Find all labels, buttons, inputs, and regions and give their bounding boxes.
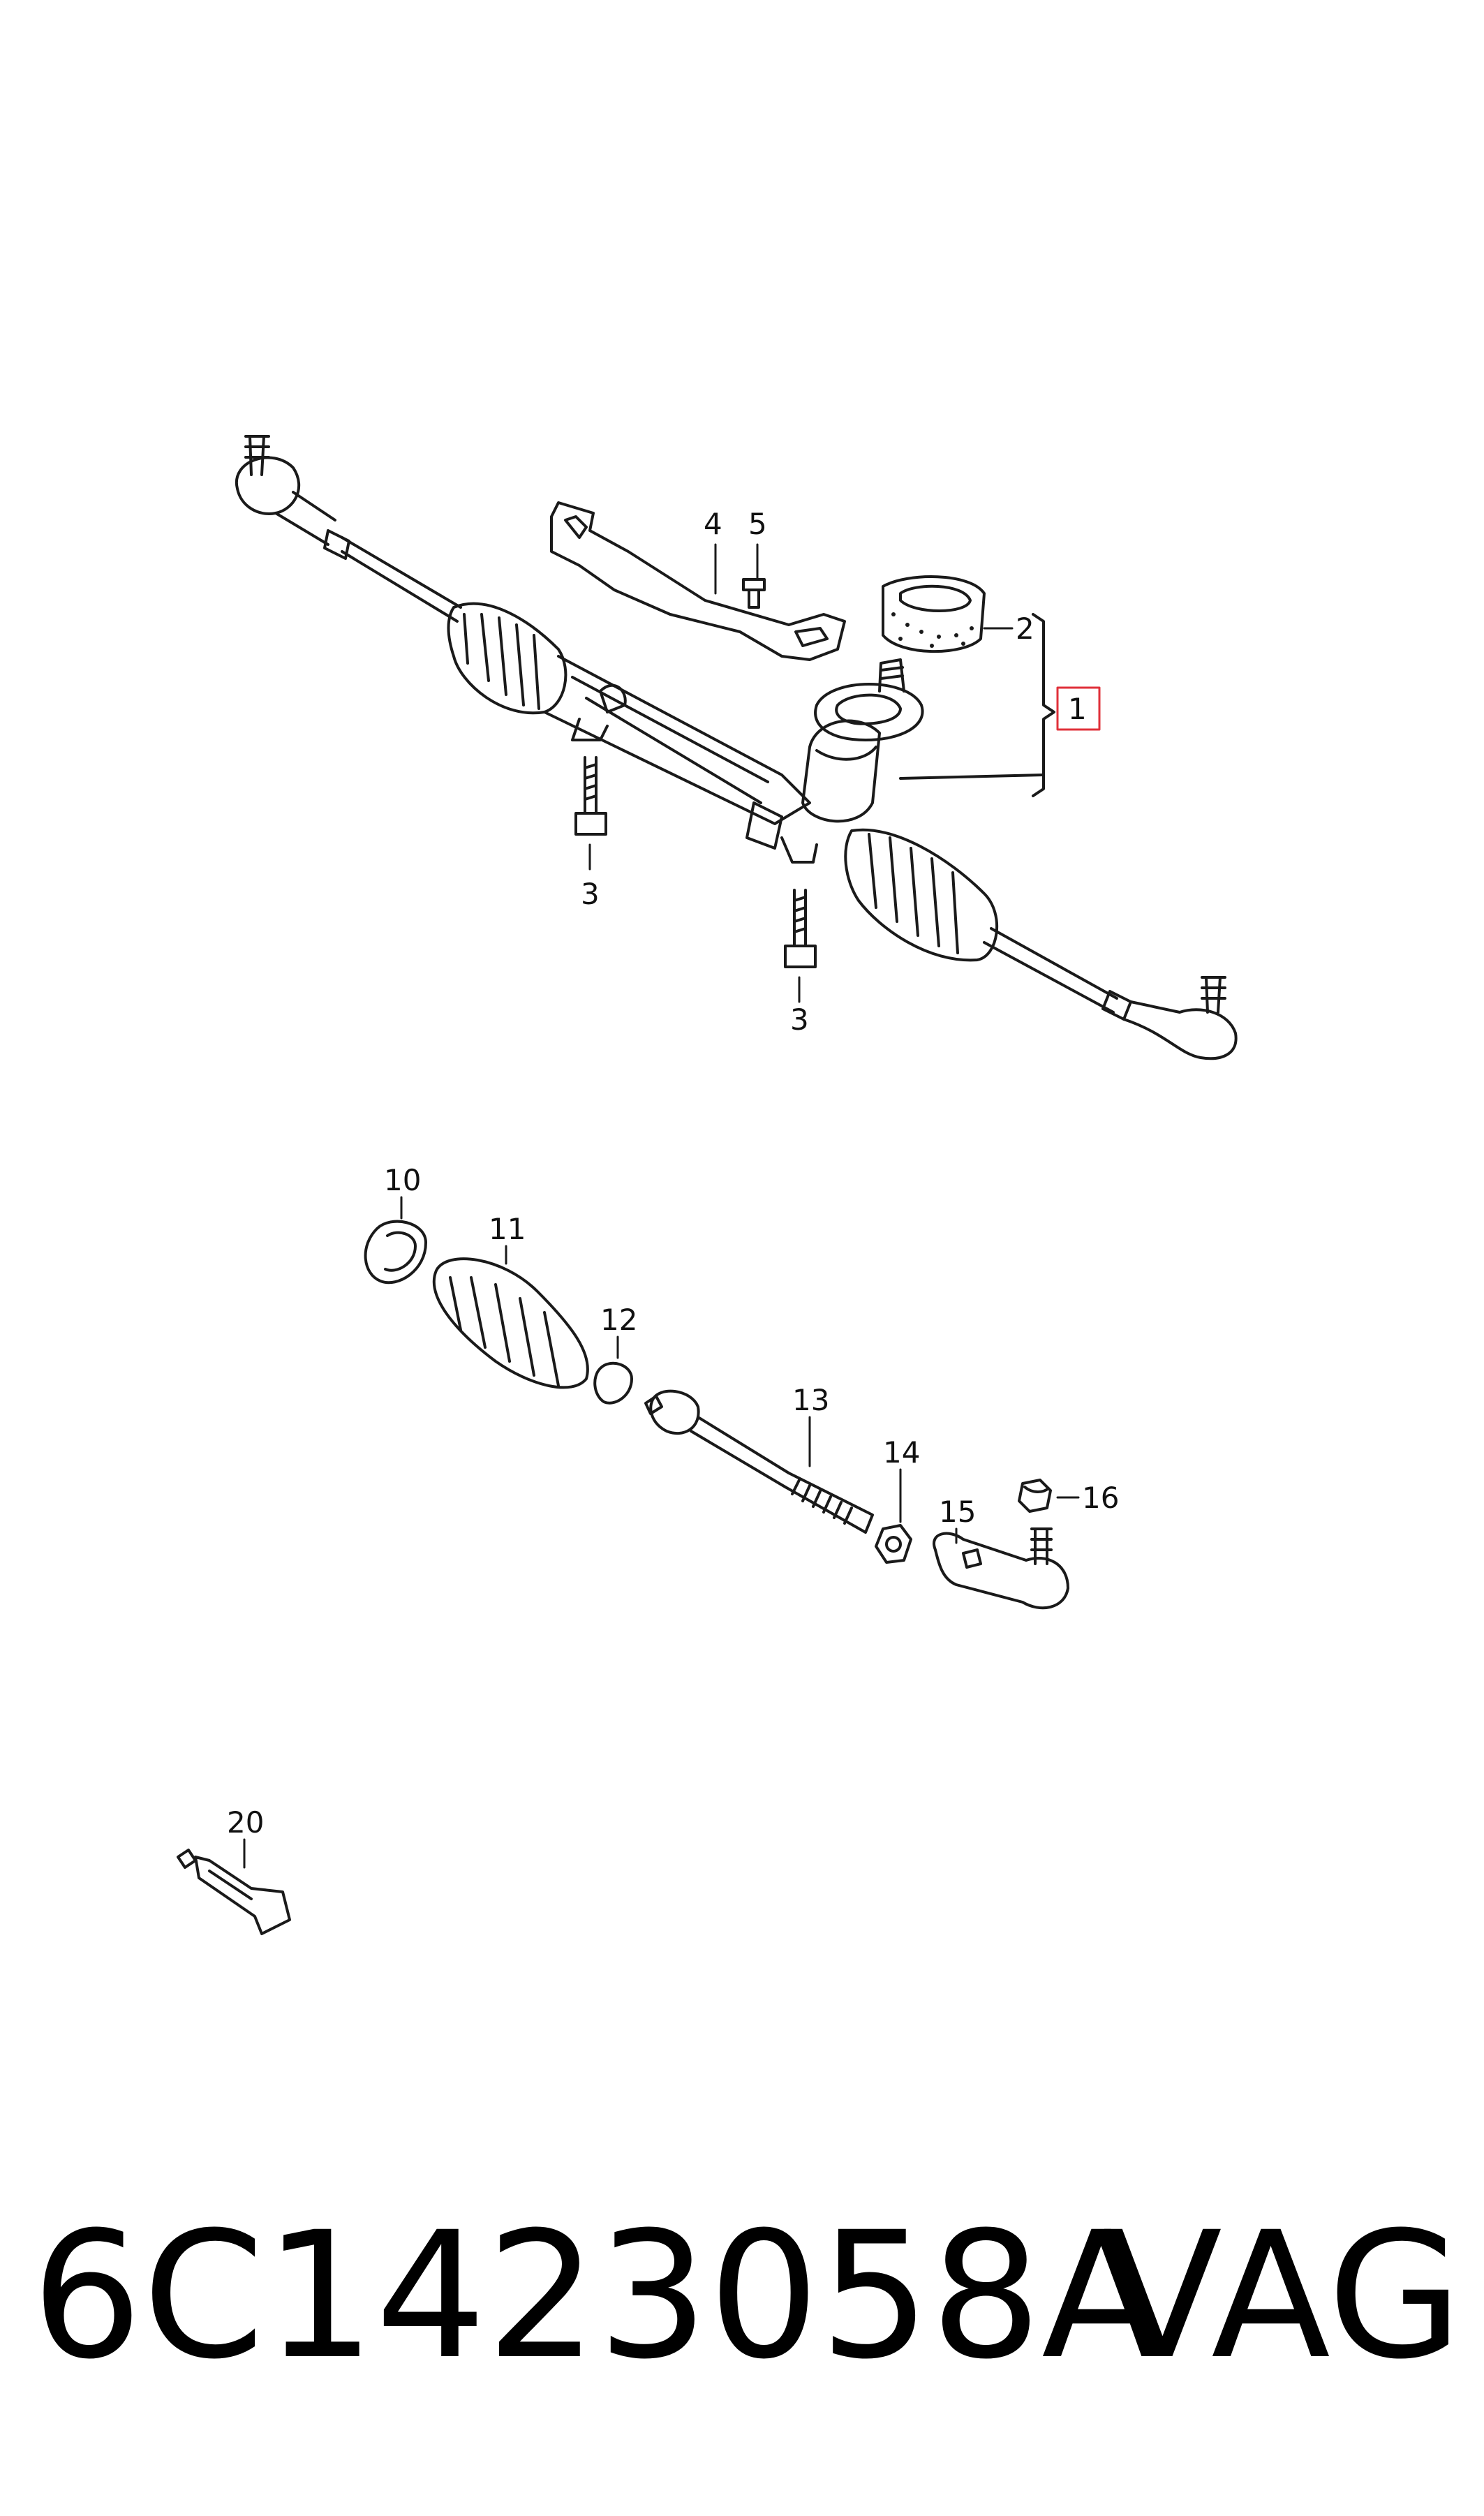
callout-11[interactable]: 11	[489, 1212, 526, 1246]
seal-texture	[891, 612, 974, 648]
callout-4[interactable]: 4	[704, 507, 722, 541]
callout-16[interactable]: 16	[1082, 1481, 1119, 1515]
inner-tie-rod-part	[644, 1389, 874, 1534]
callout-5[interactable]: 5	[748, 507, 767, 541]
callout-1-highlight	[1056, 686, 1101, 731]
nut-part	[875, 1524, 912, 1564]
callout-3-left[interactable]: 3	[581, 877, 600, 911]
lock-nut-part	[1018, 1479, 1052, 1513]
small-bolt-part	[742, 578, 766, 609]
callout-labels: 1 2 3 3 4 5 10 11 12 13 14 15 16 20	[227, 507, 1119, 1840]
callout-3-right[interactable]: 3	[790, 1002, 809, 1037]
steering-rack-assembly	[235, 435, 1238, 1060]
boot-part	[432, 1257, 589, 1389]
mounting-bolt-left	[574, 756, 607, 836]
callout-10[interactable]: 10	[384, 1163, 421, 1197]
callout-15[interactable]: 15	[939, 1495, 976, 1529]
leader-lines	[243, 543, 1080, 1869]
callout-13[interactable]: 13	[792, 1383, 829, 1417]
ring-part	[593, 1361, 633, 1405]
brand-name: VAG	[1103, 2194, 1462, 2397]
bracket-part	[550, 501, 846, 661]
callout-12[interactable]: 12	[600, 1303, 637, 1337]
assembly-bracket-line	[899, 613, 1055, 797]
callout-20[interactable]: 20	[227, 1805, 264, 1840]
part-number: 6C1423058A	[31, 2194, 1161, 2397]
callout-14[interactable]: 14	[883, 1435, 920, 1470]
callout-2[interactable]: 2	[1016, 612, 1034, 646]
outer-tie-rod-end-part	[933, 1527, 1069, 1610]
grommet-seal-part	[882, 575, 986, 653]
callout-1[interactable]: 1	[1068, 692, 1087, 726]
grease-tube-part	[177, 1849, 291, 1935]
clamp-part	[364, 1220, 427, 1285]
mounting-bolt-right	[784, 889, 817, 968]
